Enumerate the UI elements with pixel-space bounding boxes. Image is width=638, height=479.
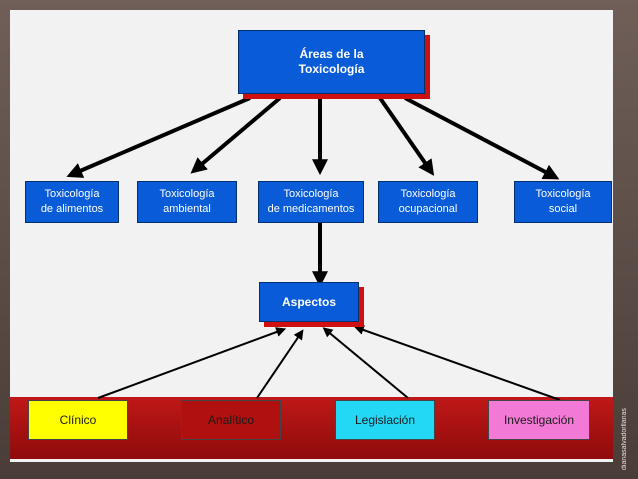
area-node-social: Toxicología social <box>514 181 612 223</box>
arrow-root-to-ocupacional <box>378 96 435 176</box>
author-credit: dianasalvadorllanas <box>621 408 628 470</box>
aspect-investigacion: Investigación <box>488 400 590 440</box>
arrow-root-to-alimentos <box>66 96 251 178</box>
arrow-clinico-to-aspectos <box>97 327 287 399</box>
aspect-analitico: Analítico <box>181 400 281 440</box>
area-node-ambiental: Toxicología ambiental <box>137 181 237 223</box>
arrow-legislacion-to-aspectos <box>322 327 409 399</box>
aspect-clinico: Clínico <box>28 400 128 440</box>
aspect-legislacion: Legislación <box>335 400 435 440</box>
arrow-investigacion-to-aspectos <box>353 325 561 401</box>
slide-canvas: Áreas de la Toxicología Toxicología de a… <box>10 10 613 462</box>
arrow-root-to-ambiental <box>190 96 282 174</box>
root-node: Áreas de la Toxicología <box>238 30 425 94</box>
aspects-node: Aspectos <box>259 282 359 322</box>
arrow-root-to-social <box>404 96 560 180</box>
connector-arrows <box>66 96 561 401</box>
area-node-alimentos: Toxicología de alimentos <box>25 181 119 223</box>
area-node-medicamentos: Toxicología de medicamentos <box>258 181 364 223</box>
arrow-analitico-to-aspectos <box>256 329 304 399</box>
area-node-ocupacional: Toxicología ocupacional <box>378 181 478 223</box>
